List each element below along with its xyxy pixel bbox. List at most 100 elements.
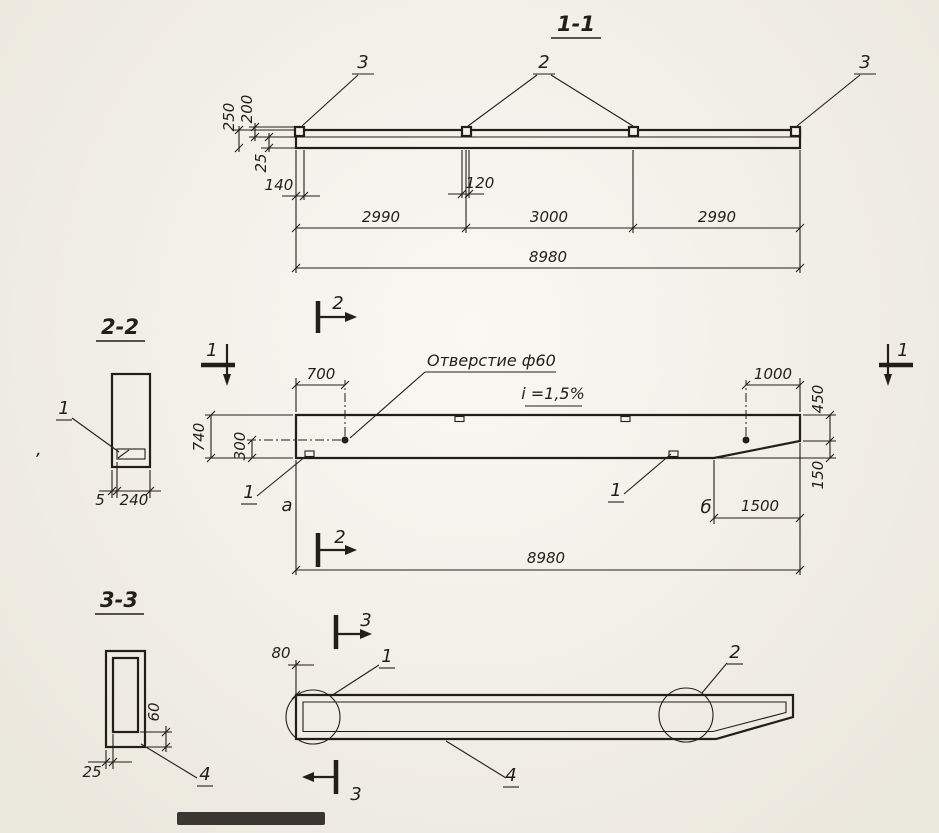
bottom-beam-inner	[302, 701, 787, 733]
bottom-detail-2: 2	[658, 642, 743, 743]
bottom-view: 3 80 1 2 4	[271, 610, 795, 805]
slope-note: i =1,5%	[521, 384, 585, 407]
hole-right	[742, 436, 750, 444]
bottom-callout-4-label: 4	[505, 765, 516, 786]
cut-mark-1-left: 1	[201, 340, 235, 386]
plan-dim-25: 25	[252, 153, 270, 172]
section-2-2-callout-1-label: 1	[58, 398, 69, 419]
elevation-dim-450-150: 450 150	[714, 385, 836, 490]
elevation-dim-total: 8980	[291, 443, 805, 575]
plan-dim-250: 250	[220, 103, 238, 132]
section-3-3-dim-25: 25	[82, 734, 132, 781]
section-2-2-dim-240: 240	[120, 491, 149, 509]
elevation-dim-150-label: 150	[809, 461, 827, 490]
section-3-3: 3-3 60 25 4	[82, 588, 213, 787]
slope-note-label: i =1,5%	[521, 384, 585, 403]
detail-circle-1	[285, 689, 341, 745]
cut-mark-2-bottom-label: 2	[334, 527, 345, 548]
section-3-3-dim-60-label: 60	[145, 702, 163, 721]
cut-mark-2-top-label: 2	[332, 293, 343, 314]
elevation-embed-plates	[304, 415, 679, 458]
plan-view-1-1: 1-1 3 2 3	[220, 12, 876, 273]
cut-mark-1-right-label: 1	[897, 340, 908, 361]
elevation-dim-1000: 1000	[741, 365, 805, 412]
section-2-2-dim-5: 5	[95, 491, 105, 509]
bottom-detail-1-label: 1	[381, 646, 392, 667]
section-2-2-title: 2-2	[101, 315, 139, 339]
plan-callout-3-right-label: 3	[859, 52, 870, 73]
section-3-3-dim-60: 60	[140, 702, 172, 752]
cut-mark-3-bottom: 3	[302, 760, 362, 805]
elevation-dim-300-label: 300	[231, 432, 249, 461]
plan-dim-140-label: 140	[265, 176, 294, 194]
section-2-2-callout-1: 1	[56, 398, 120, 453]
plan-callout-3-left-label: 3	[357, 52, 368, 73]
section-2-2-outline	[110, 372, 152, 469]
plan-dim-120: 120	[448, 150, 495, 199]
plan-dim-span3: 2990	[698, 208, 736, 226]
section-3-3-dim-25-label: 25	[82, 763, 101, 781]
plan-dim-140: 140	[265, 150, 320, 201]
elevation-dim-1000-label: 1000	[754, 365, 792, 383]
section-2-2-dims: 5 240	[95, 462, 161, 509]
cut-mark-3-bottom-label: 3	[350, 784, 361, 805]
bottom-beam-outer	[294, 693, 795, 741]
plan-dim-chain: 2990 3000 2990	[291, 150, 805, 273]
hole-left	[341, 436, 349, 444]
bottom-callout-4: 4	[445, 740, 519, 788]
elevation-dim-450-label: 450	[809, 385, 827, 414]
hole-note-label: Отверстие ф60	[427, 351, 556, 370]
plan-dim-120-label: 120	[466, 174, 495, 192]
elevation-dim-740-label: 740	[190, 423, 208, 452]
position-label-b: б	[700, 497, 711, 518]
scan-artifacts: ,	[36, 439, 325, 825]
plan-callout-3-right: 3	[796, 52, 876, 127]
plan-dim-total: 8980	[291, 248, 805, 273]
cut-mark-1-left-label: 1	[206, 340, 217, 361]
elevation-dim-1500-label: 1500	[741, 497, 779, 515]
cut-mark-3-top-label: 3	[360, 610, 371, 631]
elevation-view: 2 1 1 700	[190, 293, 913, 575]
plan-dim-span2: 3000	[530, 208, 568, 226]
position-label-a: а	[281, 495, 292, 516]
cut-mark-2-bottom: 2	[315, 527, 357, 567]
stray-mark: ,	[36, 439, 42, 460]
section-3-3-title: 3-3	[100, 588, 138, 612]
elevation-plate-callout-right: 1	[608, 453, 672, 503]
hole-note: Отверстие ф60	[349, 351, 556, 439]
plan-left-dims: 250 200 25	[220, 95, 296, 173]
plan-view-title: 1-1	[557, 12, 595, 36]
section-2-2-plate	[116, 448, 146, 460]
plan-beam-outline	[294, 128, 802, 150]
bottom-detail-1: 1	[285, 646, 395, 745]
plan-dim-total-label: 8980	[529, 248, 567, 266]
elevation-plate-callout-left-label: 1	[243, 482, 254, 503]
detail-circle-2	[658, 687, 714, 743]
plan-dim-span1: 2990	[362, 208, 400, 226]
cut-mark-2-top: 2	[315, 293, 357, 333]
cut-mark-1-right: 1	[879, 340, 913, 386]
section-3-3-outer	[104, 649, 147, 749]
elevation-dim-700-label: 700	[307, 365, 336, 383]
elevation-beam-outline	[294, 413, 802, 460]
plan-callout-3-left: 3	[301, 52, 374, 127]
elevation-dim-1500: 1500	[709, 460, 805, 524]
section-3-3-inner	[111, 656, 140, 734]
scan-smudge-bar	[177, 812, 325, 825]
elevation-plate-callout-left: 1	[241, 455, 307, 505]
elevation-dim-740-300: 740 300	[190, 410, 293, 463]
section-3-3-callout-4: 4	[140, 743, 213, 787]
section-3-3-callout-4-label: 4	[199, 764, 210, 785]
plan-callout-2-mid: 2	[467, 52, 634, 127]
plan-embed-plates	[293, 125, 802, 138]
bottom-dim-80-label: 80	[271, 644, 290, 662]
elevation-dim-total-label: 8980	[527, 549, 565, 567]
cut-mark-3-top: 3	[333, 610, 372, 649]
bottom-detail-2-label: 2	[729, 642, 740, 663]
plan-callout-2-label: 2	[538, 52, 549, 73]
section-2-2: 2-2 1 5 240	[56, 315, 161, 509]
plan-dim-200: 200	[238, 95, 256, 124]
elevation-plate-callout-right-label: 1	[610, 480, 621, 501]
